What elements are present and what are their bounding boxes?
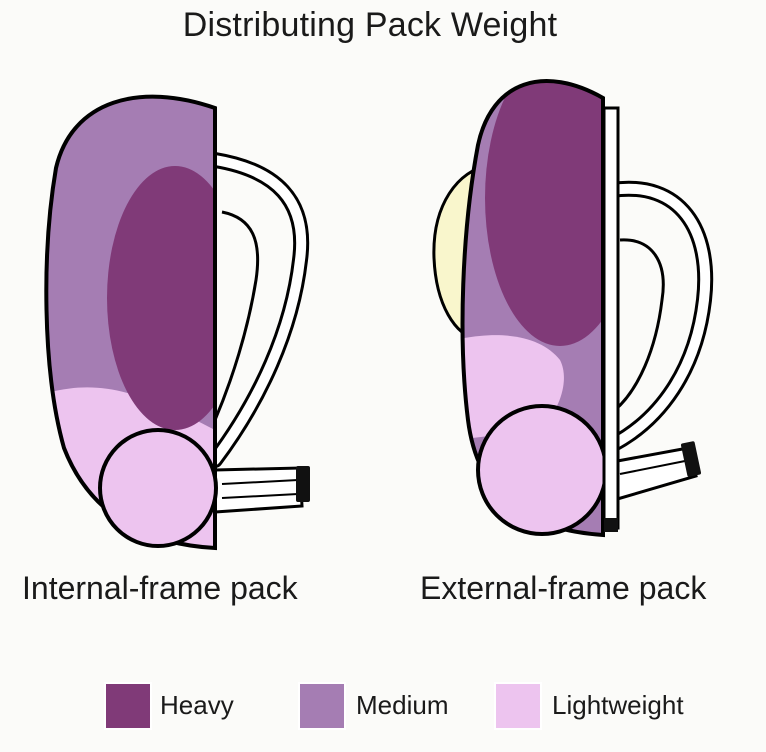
internal-hip-belt [213, 466, 310, 514]
external-shoulder-strap [607, 183, 711, 450]
external-hip-belt [610, 441, 702, 502]
internal-heavy-zone [107, 166, 215, 430]
internal-frame-caption: Internal-frame pack [22, 570, 298, 606]
external-frame-caption: External-frame pack [420, 570, 707, 606]
legend-label-medium: Medium [356, 690, 449, 720]
external-frame-foot [604, 518, 618, 532]
legend-label-lightweight: Lightweight [552, 690, 684, 720]
external-frame-bar [602, 106, 620, 530]
legend-swatch-medium [298, 682, 346, 730]
legend-label-heavy: Heavy [160, 690, 234, 720]
internal-shoulder-strap [210, 155, 307, 465]
external-heavy-zone [485, 81, 603, 346]
external-frame-pack [432, 79, 714, 538]
diagram-title: Distributing Pack Weight [182, 6, 558, 44]
internal-frame-pack [44, 94, 310, 551]
legend-swatch-lightweight [494, 682, 542, 730]
external-sleeping-bag [476, 404, 608, 536]
legend-swatch-heavy [104, 682, 152, 730]
internal-sleeping-bag [98, 428, 218, 548]
